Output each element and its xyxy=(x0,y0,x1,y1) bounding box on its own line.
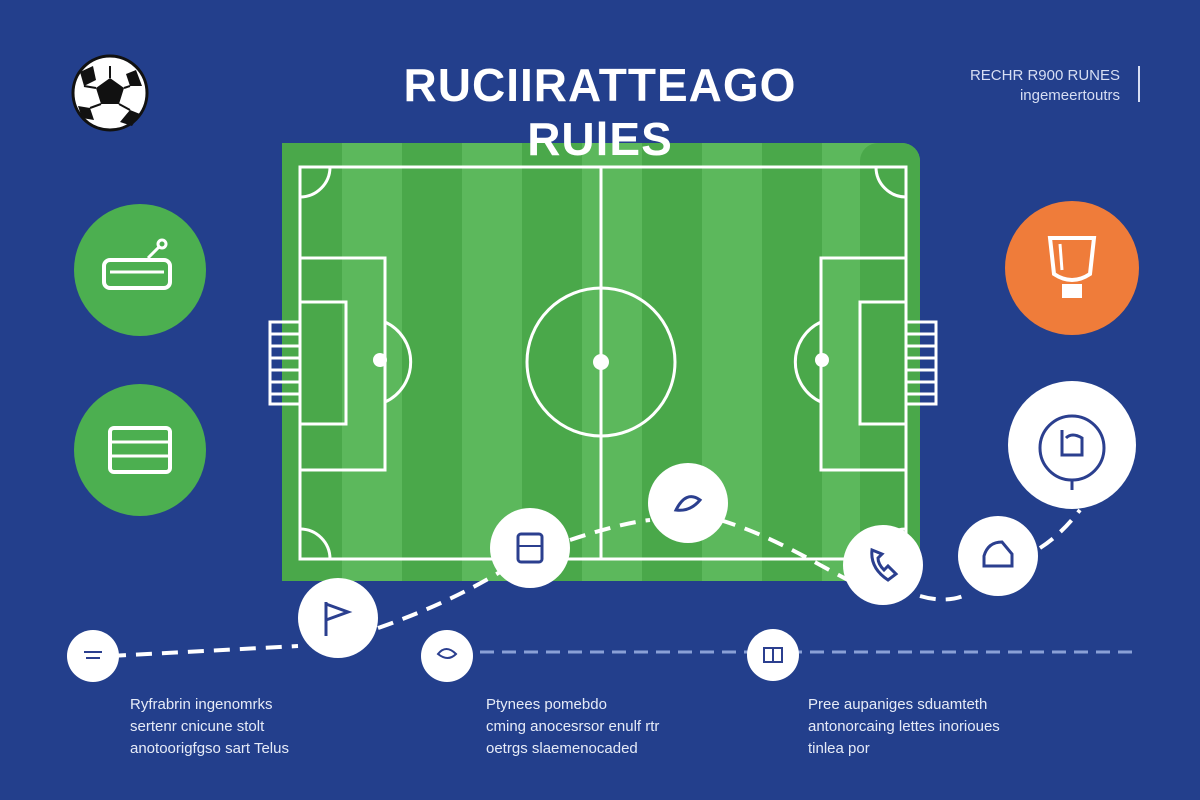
path-node-flag xyxy=(298,578,378,658)
timeline-node-2 xyxy=(421,630,473,682)
page-title: RUCIIRATTEAGO RUlES xyxy=(403,59,797,165)
left-goal xyxy=(268,320,302,406)
header-note: RECHR R900 RUNES ingemeertoutrs xyxy=(970,66,1120,106)
caption-2-line-2: cming anocesrsor enulf rtr xyxy=(486,718,660,735)
path-node-card xyxy=(648,463,728,543)
caption-1-line-1: Ryfrabrin ingenomrks xyxy=(130,696,273,713)
progress-path xyxy=(109,508,1082,658)
timeline-node-1 xyxy=(67,630,119,682)
whistle-icon xyxy=(74,204,206,336)
caption-2-line-3: oetrgs slaemenocaded xyxy=(486,740,638,757)
path-node-phone xyxy=(843,525,923,605)
header-note-line-1: RECHR R900 RUNES xyxy=(969,67,1120,84)
touch-hand-icon xyxy=(1008,381,1136,509)
header-divider xyxy=(1138,66,1140,102)
trophy-cup-icon xyxy=(1005,201,1139,335)
right-goal xyxy=(904,320,938,406)
caption-2: Ptynees pomebdo cming anocesrsor enulf r… xyxy=(486,694,659,760)
caption-1: Ryfrabrin ingenomrks sertenr cnicune sto… xyxy=(130,694,289,760)
path-node-helmet xyxy=(958,516,1038,596)
soccer-pitch xyxy=(268,143,938,581)
caption-3-line-3: tinlea por xyxy=(808,740,870,757)
header-note-line-2: ingemeertoutrs xyxy=(1019,87,1120,104)
timeline-node-3 xyxy=(747,629,799,681)
caption-3: Pree aupaniges sduamteth antonorcaing le… xyxy=(808,694,1000,760)
caption-3-line-1: Pree aupaniges sduamteth xyxy=(808,696,988,713)
caption-1-line-3: anotoorigfgso sart Telus xyxy=(130,740,289,757)
rulebook-icon xyxy=(74,384,206,516)
path-node-player xyxy=(490,508,570,588)
caption-2-line-1: Ptynees pomebdo xyxy=(486,696,607,713)
caption-1-line-2: sertenr cnicune stolt xyxy=(130,718,265,735)
caption-3-line-2: antonorcaing lettes inorioues xyxy=(808,718,1000,735)
soccer-ball-icon xyxy=(71,54,149,132)
